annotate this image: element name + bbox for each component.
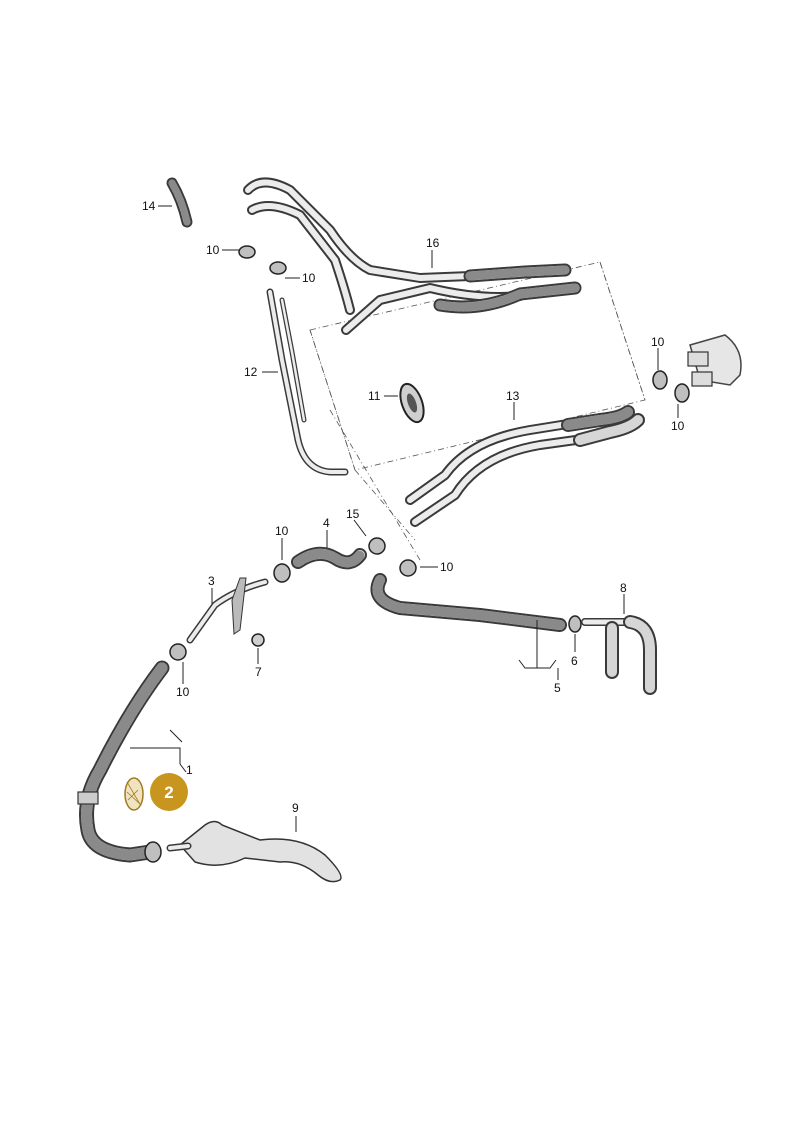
- callout-11: 11: [368, 389, 381, 403]
- callout-10-f: 10: [440, 560, 454, 574]
- part-7-nut: [251, 633, 265, 647]
- part-3-pipe: [186, 577, 269, 644]
- callouts: 14 10 10 16 12 11 13 10 10 10 4 15 10 3 …: [142, 199, 685, 815]
- part-1-hose: [77, 660, 170, 863]
- part-4-hose: [291, 546, 367, 570]
- badge-part-2: 2: [150, 773, 188, 811]
- part-11-grommet: [399, 382, 425, 424]
- callout-12: 14: [142, 199, 156, 213]
- callout-10-e: 10: [275, 524, 289, 538]
- part-2-strainer: [124, 777, 144, 811]
- callout-16: 16: [426, 236, 440, 250]
- assembly-frame-upper: [309, 261, 646, 561]
- callout-1: 1: [186, 763, 193, 777]
- part-8-tee-hose: [581, 615, 657, 695]
- callout-10-b: 10: [302, 271, 316, 285]
- callout-5: 5: [554, 681, 561, 695]
- callout-13: 15: [346, 507, 360, 521]
- part-12-hose-section: [166, 177, 193, 228]
- badge-label: 2: [164, 783, 173, 802]
- callout-10-d: 10: [671, 419, 685, 433]
- part-14-pipe: [266, 288, 349, 476]
- leader-lines: [130, 205, 679, 832]
- callout-8: 8: [620, 581, 627, 595]
- callout-3: 3: [208, 574, 215, 588]
- callout-4: 4: [323, 516, 330, 530]
- clamps: [169, 245, 690, 661]
- callout-9: 9: [292, 801, 299, 815]
- callout-15: 13: [506, 389, 520, 403]
- part-15-lower-pipe: [405, 405, 645, 527]
- callout-10-c: 10: [651, 335, 665, 349]
- callout-10-g: 10: [176, 685, 190, 699]
- callout-10-a: 10: [206, 243, 220, 257]
- part-9-housing: [166, 820, 342, 883]
- callout-6: 6: [571, 654, 578, 668]
- callout-7: 7: [255, 665, 262, 679]
- callout-14: 12: [244, 365, 258, 379]
- bulkhead-connector: [687, 334, 742, 387]
- part-16-upper-pipe: [243, 177, 582, 335]
- part-5-hose: [370, 573, 567, 632]
